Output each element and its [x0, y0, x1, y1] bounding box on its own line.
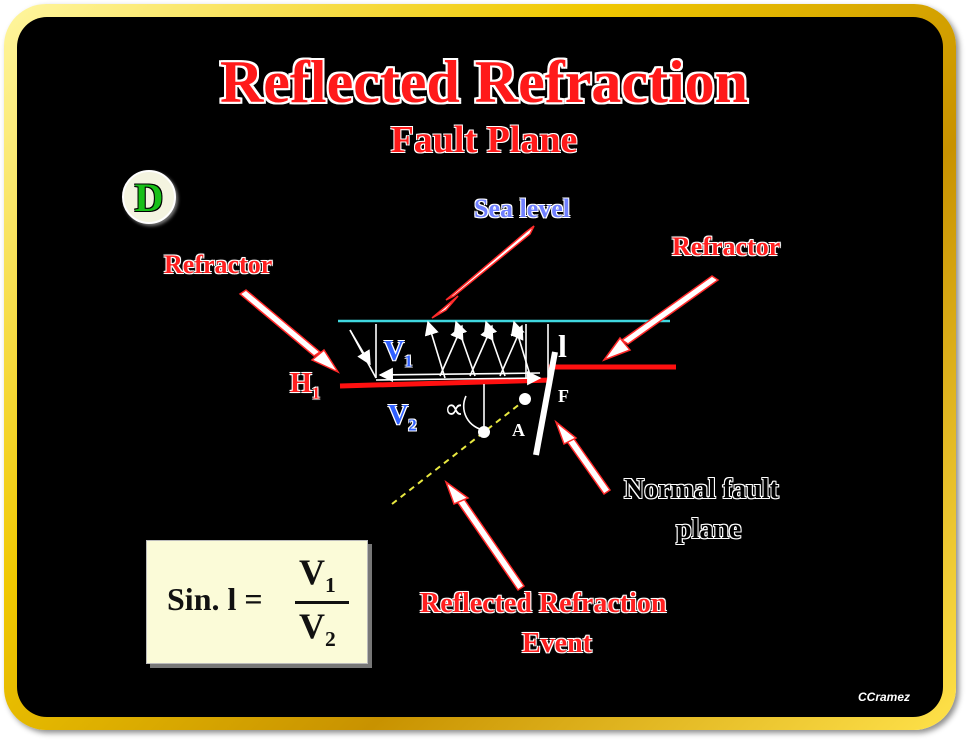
panel-badge: D [122, 170, 176, 224]
arrow-refractor-right-head [601, 336, 632, 362]
formula-fraction-bar [295, 601, 349, 604]
arrow-refractor-left [238, 289, 322, 357]
formula-box: Sin. l = V1 V2 [146, 540, 368, 664]
arrow-fault-plane-head [554, 419, 578, 446]
formula-numerator: V1 [299, 552, 336, 598]
slide-title: Reflected Refraction [219, 49, 749, 115]
point-a-label: A [512, 420, 525, 440]
v1-label: V1 [384, 336, 413, 371]
refractor-line-left [339, 377, 553, 389]
reflected-event-label-line2: Event [522, 628, 592, 659]
formula-lhs: Sin. l = [167, 581, 263, 617]
ray-refracted [375, 370, 542, 386]
h1-label: H1 [290, 368, 321, 403]
normal-fault-label-line1: Normal fault [624, 474, 779, 505]
arrow-refractor-right [620, 275, 720, 345]
refractor-label-right: Refractor [672, 232, 781, 261]
point-a-marker [478, 426, 490, 438]
arrow-sea-level [445, 225, 535, 301]
alpha-symbol: ∝ [444, 394, 465, 425]
arrow-reflected-event [454, 494, 526, 592]
arrow-fault-plane [564, 434, 612, 496]
arrow-sea-level-head [431, 295, 459, 319]
slide-subtitle: Fault Plane [390, 119, 578, 161]
normal-fault-label-line2: plane [676, 514, 742, 545]
point-f-label: F [558, 386, 569, 406]
ray-reflected-back [378, 367, 541, 383]
sea-level-label: Sea level [474, 194, 571, 223]
reflected-event-line [391, 395, 531, 505]
fault-plane-line [533, 351, 558, 456]
arrow-reflected-event-head [444, 479, 470, 506]
formula-denominator: V2 [299, 606, 336, 652]
callout-arrows [238, 225, 720, 592]
arrow-refractor-left-head [310, 348, 341, 374]
l-symbol: l [558, 328, 567, 364]
author-credit: CCramez [858, 690, 911, 704]
reflected-event-label-line1: Reflected Refraction [420, 588, 667, 619]
refractor-label-left: Refractor [164, 250, 273, 279]
v2-label: V2 [388, 400, 417, 435]
ray-paths [349, 320, 549, 431]
point-b-marker [519, 393, 531, 405]
